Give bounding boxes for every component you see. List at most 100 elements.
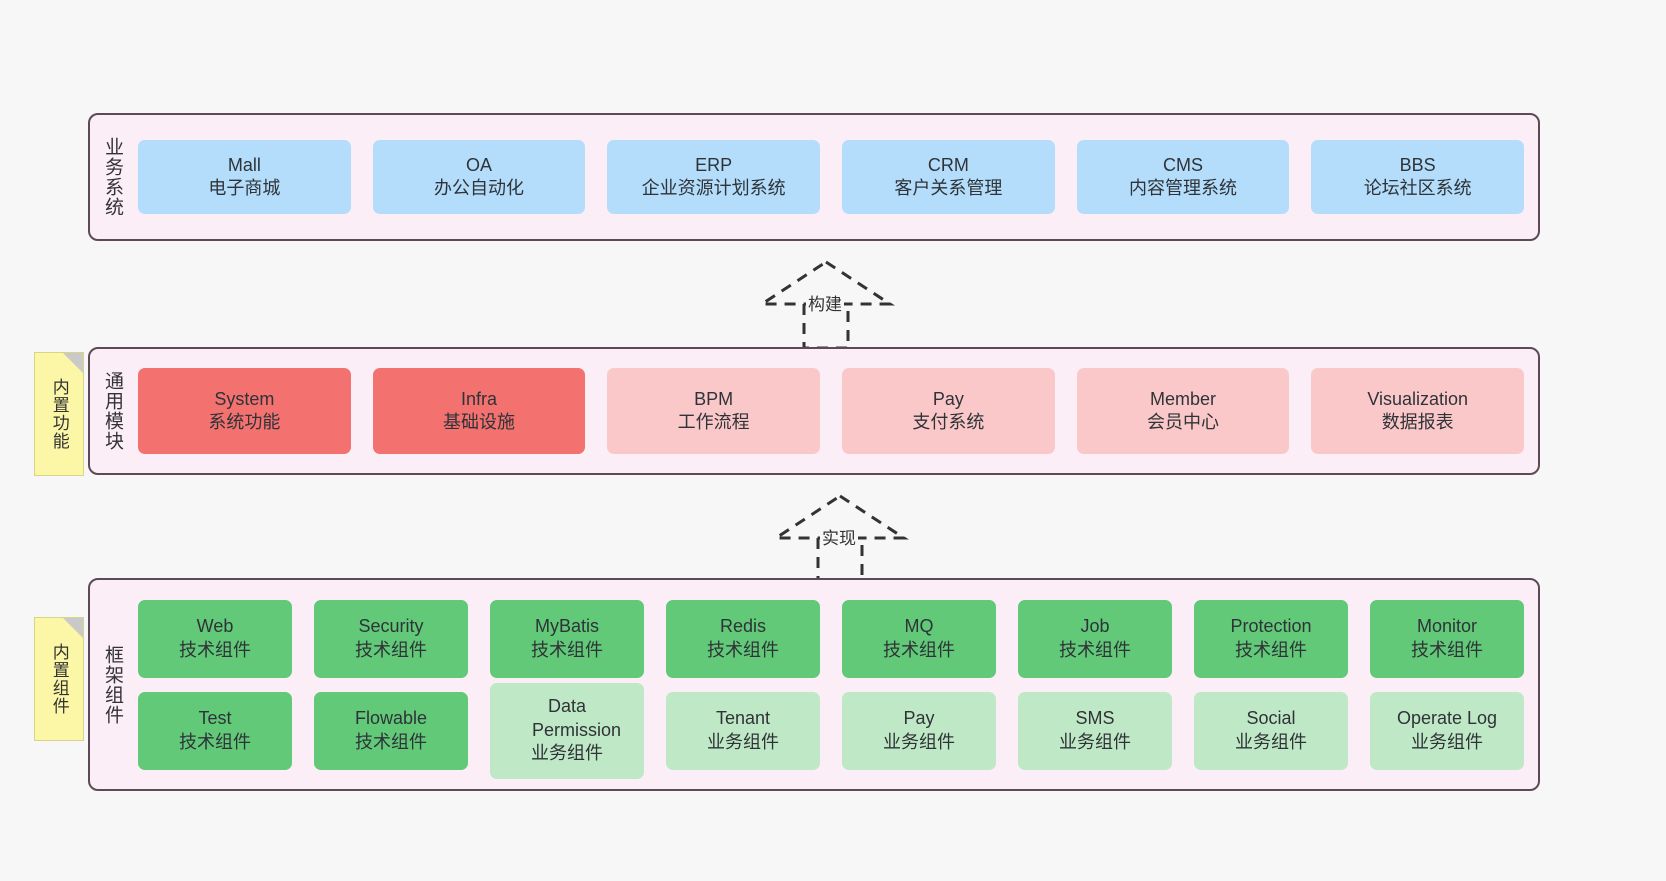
framework-tech-row: Web 技术组件 Security 技术组件 MyBatis 技术组件	[138, 599, 1524, 678]
node-subtitle: 系统功能	[208, 412, 281, 432]
node-cms[interactable]: CMS 内容管理系统	[1076, 140, 1290, 214]
node-subtitle: 论坛社区系统	[1363, 178, 1472, 198]
node-title: Data Permission	[531, 696, 621, 740]
node-subtitle: 办公自动化	[434, 178, 524, 198]
node-data-permission[interactable]: Data Permission 业务组件	[490, 682, 644, 779]
cell: Data Permission 业务组件	[490, 682, 644, 779]
cell: Pay 支付系统	[842, 368, 1055, 454]
node-erp[interactable]: ERP 企业资源计划系统	[607, 140, 821, 214]
node-title: Mall	[227, 154, 261, 175]
node-title: Tenant	[715, 708, 771, 729]
node-subtitle: 会员中心	[1147, 412, 1220, 432]
node-subtitle: 技术组件	[355, 639, 427, 660]
node-subtitle: 技术组件	[1411, 639, 1483, 660]
node-protection[interactable]: Protection 技术组件	[1194, 599, 1348, 678]
node-oa[interactable]: OA 办公自动化	[372, 140, 586, 214]
node-mall[interactable]: Mall 电子商城	[138, 140, 351, 214]
node-member[interactable]: Member 会员中心	[1076, 368, 1290, 454]
common-module-row: System 系统功能 Infra 基础设施 BPM 工作流程	[138, 368, 1525, 454]
node-title: Operate Log	[1396, 708, 1498, 729]
node-subtitle: 支付系统	[912, 412, 985, 432]
cell: Mall 电子商城	[138, 140, 351, 214]
layer-business-system: 业务系统 Mall 电子商城 OA 办公自动化 ERP	[88, 113, 1540, 241]
cell: MQ 技术组件	[842, 599, 996, 678]
cell: SMS 业务组件	[1018, 691, 1172, 770]
cell: Flowable 技术组件	[314, 691, 468, 770]
node-mq[interactable]: MQ 技术组件	[842, 599, 996, 678]
node-subtitle: 工作流程	[677, 412, 750, 432]
node-pay-component[interactable]: Pay 业务组件	[842, 691, 996, 770]
cell: Tenant 业务组件	[666, 691, 820, 770]
node-redis[interactable]: Redis 技术组件	[666, 599, 820, 678]
cell: Operate Log 业务组件	[1370, 691, 1524, 770]
cell: Web 技术组件	[138, 599, 292, 678]
node-subtitle: 业务组件	[883, 731, 955, 752]
cell: OA 办公自动化	[372, 140, 586, 214]
node-social[interactable]: Social 业务组件	[1194, 691, 1348, 770]
folded-corner-icon	[63, 353, 83, 373]
node-title: Infra	[460, 388, 498, 409]
node-crm[interactable]: CRM 客户关系管理	[842, 140, 1055, 214]
node-title: MQ	[904, 616, 934, 637]
node-title: Member	[1150, 388, 1217, 409]
node-title: CMS	[1163, 154, 1204, 175]
node-subtitle: 技术组件	[355, 731, 427, 752]
cell: Infra 基础设施	[372, 368, 586, 454]
node-subtitle: 技术组件	[883, 639, 955, 660]
cell: Job 技术组件	[1018, 599, 1172, 678]
node-title: Pay	[903, 708, 935, 729]
layer-title-business-system: 业务系统	[102, 137, 124, 217]
node-monitor[interactable]: Monitor 技术组件	[1370, 599, 1524, 678]
cell: System 系统功能	[138, 368, 351, 454]
cell: Security 技术组件	[314, 599, 468, 678]
node-title: Web	[196, 616, 234, 637]
node-subtitle: 内容管理系统	[1129, 178, 1238, 198]
cell: Redis 技术组件	[666, 599, 820, 678]
node-subtitle: 业务组件	[1235, 731, 1307, 752]
framework-business-row: Test 技术组件 Flowable 技术组件 Data Permission …	[138, 682, 1524, 779]
node-title: CRM	[927, 154, 969, 175]
node-sms[interactable]: SMS 业务组件	[1018, 691, 1172, 770]
cell: Monitor 技术组件	[1370, 599, 1524, 678]
cell: CRM 客户关系管理	[842, 140, 1055, 214]
node-title: Social	[1246, 708, 1296, 729]
sticky-note-label: 内置组件	[49, 643, 69, 715]
connector-implement-label: 实现	[820, 524, 858, 549]
layer-body-framework-component: Web 技术组件 Security 技术组件 MyBatis 技术组件	[134, 580, 1538, 789]
node-infra[interactable]: Infra 基础设施	[372, 368, 586, 454]
node-mybatis[interactable]: MyBatis 技术组件	[490, 599, 644, 678]
node-bbs[interactable]: BBS 论坛社区系统	[1311, 140, 1525, 214]
cell: Test 技术组件	[138, 691, 292, 770]
node-visualization[interactable]: Visualization 数据报表	[1311, 368, 1525, 454]
node-test[interactable]: Test 技术组件	[138, 691, 292, 770]
connector-implement: 实现	[770, 492, 912, 584]
node-operate-log[interactable]: Operate Log 业务组件	[1370, 691, 1524, 770]
layer-body-business-system: Mall 电子商城 OA 办公自动化 ERP 企业资源计划系统	[134, 115, 1538, 239]
node-title: Visualization	[1367, 388, 1469, 409]
node-web[interactable]: Web 技术组件	[138, 599, 292, 678]
node-system[interactable]: System 系统功能	[138, 368, 351, 454]
node-subtitle: 客户关系管理	[894, 178, 1003, 198]
sticky-note-label: 内置功能	[49, 378, 69, 450]
node-title: Test	[198, 708, 232, 729]
node-subtitle: 技术组件	[707, 639, 779, 660]
folded-corner-icon	[63, 618, 83, 638]
node-title: Security	[358, 616, 424, 637]
layer-framework-component: 框架组件 Web 技术组件 Security 技术组件	[88, 578, 1540, 791]
node-title: OA	[466, 154, 493, 175]
business-system-row: Mall 电子商城 OA 办公自动化 ERP 企业资源计划系统	[138, 140, 1525, 214]
node-title: Monitor	[1416, 616, 1478, 637]
node-title: BBS	[1399, 154, 1436, 175]
node-bpm[interactable]: BPM 工作流程	[607, 368, 821, 454]
node-flowable[interactable]: Flowable 技术组件	[314, 691, 468, 770]
node-security[interactable]: Security 技术组件	[314, 599, 468, 678]
node-subtitle: 业务组件	[1411, 731, 1483, 752]
node-subtitle: 企业资源计划系统	[641, 178, 786, 198]
node-tenant[interactable]: Tenant 业务组件	[666, 691, 820, 770]
sticky-note-builtin-features: 内置功能	[34, 352, 84, 476]
node-pay-module[interactable]: Pay 支付系统	[842, 368, 1055, 454]
cell: Pay 业务组件	[842, 691, 996, 770]
node-subtitle: 技术组件	[179, 639, 251, 660]
node-job[interactable]: Job 技术组件	[1018, 599, 1172, 678]
cell: Protection 技术组件	[1194, 599, 1348, 678]
